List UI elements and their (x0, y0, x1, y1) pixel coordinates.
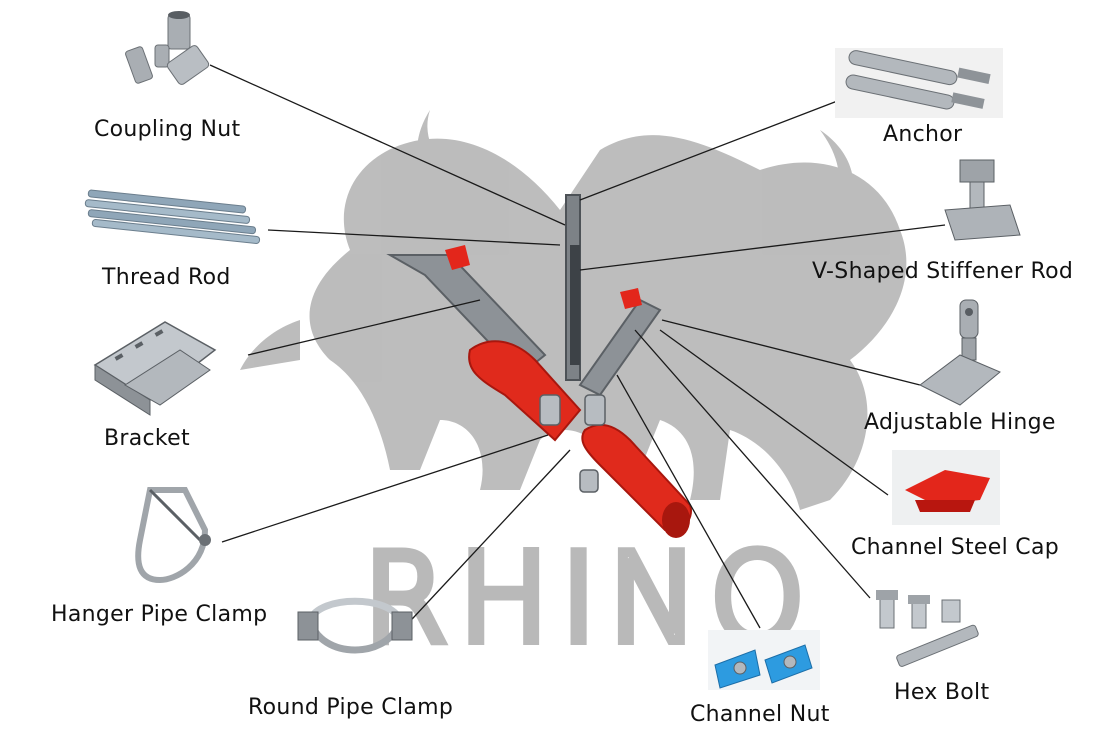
leader-channel-cap (659, 329, 889, 496)
label-adjustable-hinge: Adjustable Hinge (864, 410, 1056, 435)
label-hex-bolt: Hex Bolt (894, 680, 990, 705)
clamp-c (579, 469, 599, 493)
label-v-shaped-stiffener-rod: V-Shaped Stiffener Rod (812, 259, 1074, 284)
leader-round-clamp (399, 449, 571, 633)
hex-bolt-icon (876, 590, 979, 667)
stiffener-rod-icon (944, 159, 1021, 241)
left-channel-cap (445, 245, 470, 270)
channel-bracket-icon (93, 321, 217, 416)
anchor-bolt-icon (835, 48, 1003, 118)
rhino-watermark-icon (240, 110, 907, 510)
leader-adjustable-hinge (661, 319, 921, 386)
leader-coupling-nut (209, 64, 566, 226)
label-bracket: Bracket (104, 426, 190, 451)
support-assembly (386, 194, 692, 538)
hinge-icon (919, 299, 1001, 406)
label-round-pipe-clamp: Round Pipe Clamp (248, 695, 454, 720)
leader-hex-bolt (634, 329, 871, 599)
pipe-end (662, 502, 690, 538)
label-coupling-nut: Coupling Nut (94, 117, 241, 142)
label-channel-nut: Channel Nut (690, 702, 830, 727)
label-hanger-pipe-clamp: Hanger Pipe Clamp (51, 602, 268, 627)
label-anchor: Anchor (883, 122, 963, 147)
leader-channel-nut (616, 374, 761, 629)
leader-v-stiffener (579, 224, 946, 271)
leader-thread-rod (267, 229, 561, 246)
channel-nut-icon (708, 630, 820, 690)
label-channel-steel-cap: Channel Steel Cap (851, 535, 1059, 560)
leader-bracket (247, 299, 481, 356)
clamp-a (539, 394, 561, 426)
label-thread-rod: Thread Rod (102, 265, 231, 290)
leader-hanger-clamp (221, 434, 549, 543)
hanger-clamp-icon (135, 487, 211, 584)
clamp-b (584, 394, 606, 426)
round-clamp-icon (297, 597, 413, 654)
channel-cap-icon (892, 450, 1000, 525)
coupling-nut-icon (125, 11, 210, 85)
leader-lines (209, 64, 946, 633)
right-channel-cap (620, 288, 642, 309)
rod-channel (570, 245, 580, 365)
thread-rod-icon (84, 189, 261, 244)
leader-anchor (579, 99, 841, 201)
